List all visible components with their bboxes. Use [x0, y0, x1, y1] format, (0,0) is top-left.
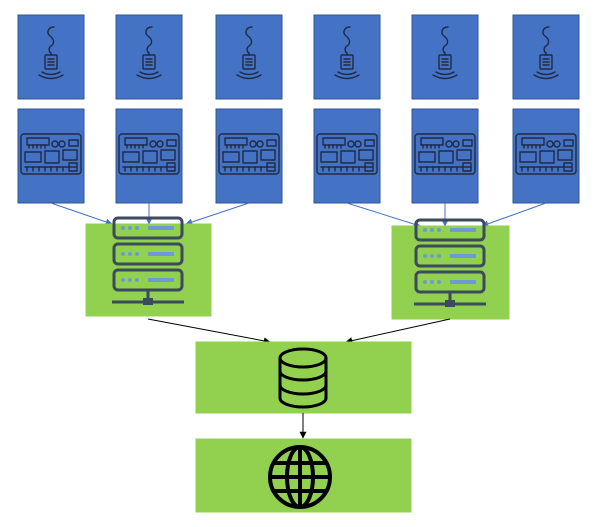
- connector-arrow: [147, 318, 271, 345]
- gateway-server-left: [85, 216, 212, 317]
- sensor-device-4: [313, 14, 381, 100]
- connector-arrow: [50, 202, 113, 226]
- controller-board-4: [313, 108, 381, 204]
- connector-arrow: [346, 202, 421, 228]
- sensor-device-1: [17, 14, 85, 100]
- sensor-device-3: [215, 14, 283, 100]
- sensor-device-6: [512, 14, 580, 100]
- globe-icon: [268, 445, 332, 509]
- connector-arrow: [345, 318, 451, 345]
- connector-arrow: [185, 202, 250, 226]
- sensor-row: [17, 14, 580, 100]
- gateway-server-right: [391, 218, 510, 320]
- board-to-server-connectors: [50, 202, 547, 228]
- database-node: [195, 341, 412, 414]
- sensor-device-5: [411, 14, 479, 100]
- controller-board-5: [411, 108, 479, 204]
- controller-board-2: [115, 108, 183, 204]
- database-icon: [278, 347, 328, 409]
- server-to-database-connectors: [147, 318, 451, 345]
- connector-arrow: [481, 202, 547, 228]
- controller-board-6: [512, 108, 580, 204]
- controller-board-3: [215, 108, 283, 204]
- controller-board-1: [17, 108, 85, 204]
- sensor-device-2: [115, 14, 183, 100]
- internet-node: [195, 438, 412, 513]
- board-row: [17, 108, 580, 204]
